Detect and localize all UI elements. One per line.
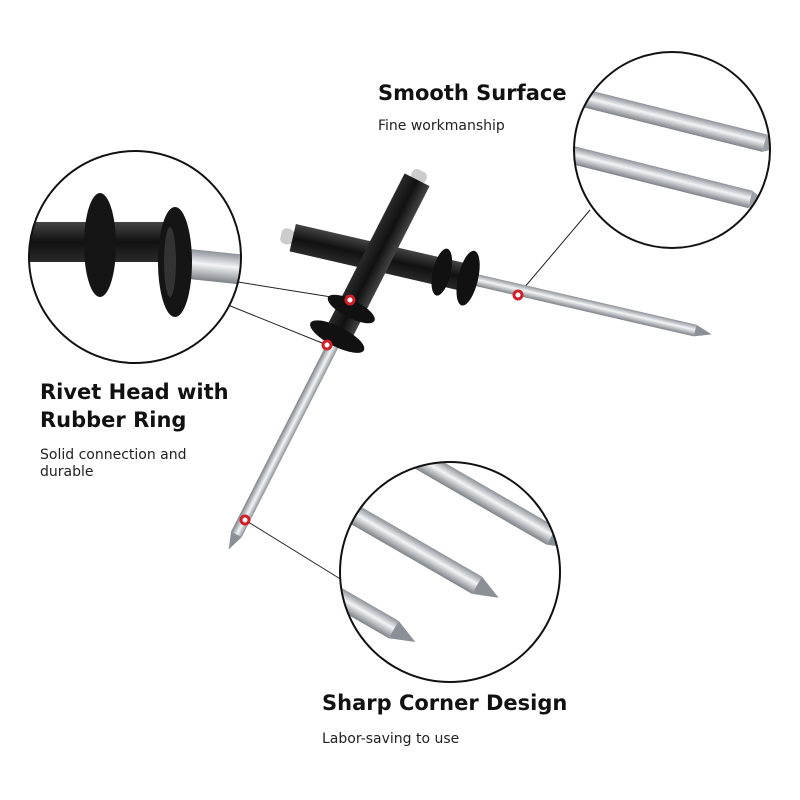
marker-rivet-head-2	[321, 339, 333, 351]
rivet-head-subtitle-line2: durable	[40, 464, 94, 480]
sharp-corner-detail-circle	[339, 461, 561, 683]
marker-rivet-head-1	[344, 294, 356, 306]
markers	[239, 289, 524, 526]
smooth-surface-subtitle: Fine workmanship	[378, 118, 505, 134]
smooth-surface-title: Smooth Surface	[378, 81, 567, 105]
sharp-corner-subtitle: Labor-saving to use	[322, 731, 460, 747]
smooth-surface-detail-circle	[573, 51, 771, 249]
rivet-head-title-line2: Rubber Ring	[40, 408, 187, 432]
rivet-head-title-line1: Rivet Head with	[40, 380, 229, 404]
sharp-corner-title: Sharp Corner Design	[322, 691, 568, 715]
marker-smooth-surface	[512, 289, 524, 301]
leader-lines	[227, 209, 591, 581]
rivet-head-subtitle-line1: Solid connection and	[40, 447, 187, 463]
marker-sharp-corner	[239, 514, 251, 526]
rivet-head-detail-circle	[28, 150, 242, 364]
